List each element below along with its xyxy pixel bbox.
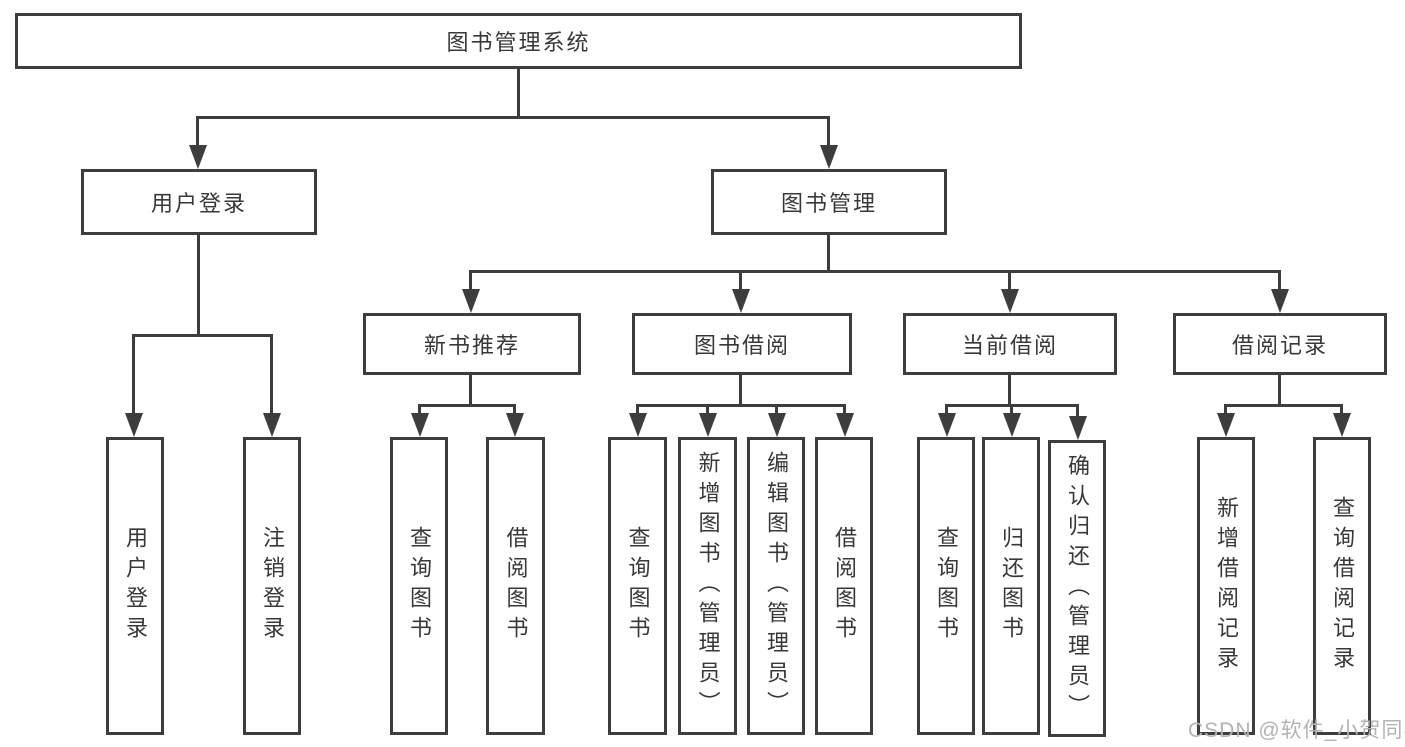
connector-line [1224, 404, 1227, 417]
leaf-user-login-label: 用户登录 [123, 526, 148, 646]
connector-line [196, 116, 199, 147]
connector-line [418, 404, 516, 407]
connector-line [517, 67, 520, 118]
arrow-down-icon [820, 145, 838, 169]
node-book-borrow-label: 图书借阅 [693, 333, 790, 358]
arrow-down-icon [411, 413, 429, 437]
leaf-confirm-return-admin: 确认归还（管理员） [1048, 440, 1106, 737]
connector-line [1008, 375, 1011, 406]
connector-line [1278, 270, 1281, 293]
node-user-login: 用户登录 [81, 169, 317, 235]
arrow-down-icon [629, 413, 647, 437]
arrow-down-icon [768, 413, 786, 437]
leaf-query-books-current-label: 查询图书 [934, 526, 959, 646]
node-root: 图书管理系统 [15, 13, 1022, 69]
node-book-borrow: 图书借阅 [632, 313, 852, 375]
connector-line [469, 270, 1281, 273]
leaf-add-book-admin: 新增图书（管理员） [678, 437, 737, 735]
connector-line [196, 116, 830, 119]
arrow-down-icon [263, 413, 281, 437]
node-borrow-records-label: 借阅记录 [1231, 333, 1328, 358]
node-borrow-records: 借阅记录 [1173, 313, 1387, 375]
connector-line [469, 375, 472, 406]
connector-line [1224, 404, 1343, 407]
leaf-add-book-admin-label: 新增图书（管理员） [695, 451, 721, 721]
leaf-logout: 注销登录 [243, 437, 301, 735]
node-new-book-recommend: 新书推荐 [363, 313, 581, 375]
arrow-down-icon [732, 289, 750, 313]
node-user-login-label: 用户登录 [150, 191, 247, 216]
connector-line [469, 270, 472, 293]
connector-line [636, 404, 846, 407]
arrow-down-icon [125, 413, 143, 437]
node-new-book-recommend-label: 新书推荐 [423, 333, 520, 358]
connector-line [132, 334, 273, 337]
connector-line [739, 375, 742, 406]
arrow-down-icon [1271, 289, 1289, 313]
leaf-edit-book-admin: 编辑图书（管理员） [747, 437, 805, 735]
arrow-down-icon [506, 413, 524, 437]
leaf-query-books-recommend: 查询图书 [390, 437, 448, 735]
node-current-borrow-label: 当前借阅 [961, 333, 1058, 358]
connector-line [775, 404, 778, 417]
leaf-return-book: 归还图书 [982, 437, 1040, 735]
connector-line [1278, 375, 1281, 406]
leaf-borrow-books: 借阅图书 [815, 437, 873, 735]
leaf-borrow-books-recommend: 借阅图书 [486, 437, 545, 735]
connector-line [1076, 404, 1079, 419]
connector-line [513, 404, 516, 417]
leaf-query-books-borrow: 查询图书 [608, 437, 667, 735]
leaf-add-borrow-record-label: 新增借阅记录 [1214, 496, 1239, 676]
leaf-user-login: 用户登录 [106, 437, 164, 735]
connector-line [197, 235, 200, 336]
watermark-text: CSDN @软件_小贺同学 [1188, 719, 1405, 742]
arrow-down-icon [1217, 413, 1235, 437]
arrow-down-icon [1069, 416, 1087, 440]
node-book-management-label: 图书管理 [780, 191, 877, 216]
arrow-down-icon [462, 289, 480, 313]
connector-line [132, 334, 135, 416]
leaf-add-borrow-record: 新增借阅记录 [1197, 437, 1255, 735]
connector-line [739, 270, 742, 293]
leaf-edit-book-admin-label: 编辑图书（管理员） [764, 451, 789, 721]
connector-line [1010, 404, 1013, 417]
leaf-confirm-return-admin-label: 确认归还（管理员） [1065, 453, 1090, 724]
leaf-borrow-books-recommend-label: 借阅图书 [503, 526, 529, 646]
leaf-query-books-recommend-label: 查询图书 [407, 526, 432, 646]
node-root-label: 图书管理系统 [446, 30, 591, 55]
arrow-down-icon [189, 145, 207, 169]
connector-line [418, 404, 421, 417]
arrow-down-icon [1333, 413, 1351, 437]
leaf-logout-label: 注销登录 [260, 526, 285, 646]
leaf-query-books-current: 查询图书 [917, 437, 975, 735]
leaf-return-book-label: 归还图书 [999, 526, 1024, 646]
connector-line [706, 404, 709, 417]
arrow-down-icon [699, 413, 717, 437]
connector-line [827, 235, 830, 272]
leaf-query-borrow-record: 查询借阅记录 [1313, 437, 1371, 735]
connector-line [270, 334, 273, 416]
leaf-query-borrow-record-label: 查询借阅记录 [1330, 496, 1355, 676]
leaf-borrow-books-label: 借阅图书 [832, 526, 857, 646]
node-book-management: 图书管理 [711, 169, 947, 235]
connector-line [1008, 270, 1011, 293]
connector-line [1340, 404, 1343, 417]
arrow-down-icon [1003, 413, 1021, 437]
node-current-borrow: 当前借阅 [903, 313, 1117, 375]
connector-line [636, 404, 639, 417]
arrow-down-icon [1001, 289, 1019, 313]
connector-line [843, 404, 846, 417]
connector-line [827, 116, 830, 147]
arrow-down-icon [938, 413, 956, 437]
connector-line [945, 404, 948, 417]
arrow-down-icon [836, 413, 854, 437]
leaf-query-books-borrow-label: 查询图书 [625, 526, 651, 646]
